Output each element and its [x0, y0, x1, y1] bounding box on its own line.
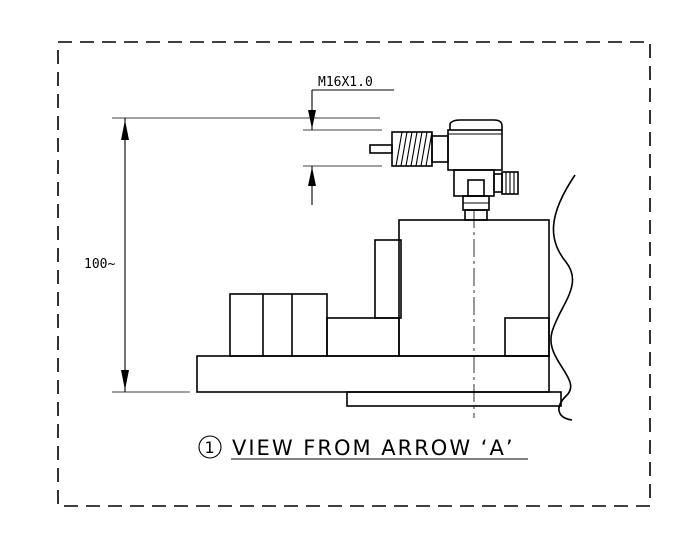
right-step	[504, 317, 550, 357]
height-dimension	[112, 117, 380, 393]
view-title: 1 VIEW FROM ARROW ‘A’	[198, 435, 528, 460]
sensor-connector	[369, 119, 519, 221]
thread-label: M16X1.0	[318, 75, 373, 90]
thread-dimension	[303, 89, 394, 205]
view-title-text: VIEW FROM ARROW ‘A’	[232, 436, 515, 460]
break-line	[550, 174, 576, 421]
base-plate	[196, 355, 562, 407]
middle-step	[326, 317, 400, 357]
riser-block	[374, 239, 402, 319]
view-number: 1	[205, 438, 217, 457]
dashed-frame	[57, 41, 651, 507]
left-block	[229, 293, 328, 357]
dimension-label: 100~	[84, 257, 115, 272]
